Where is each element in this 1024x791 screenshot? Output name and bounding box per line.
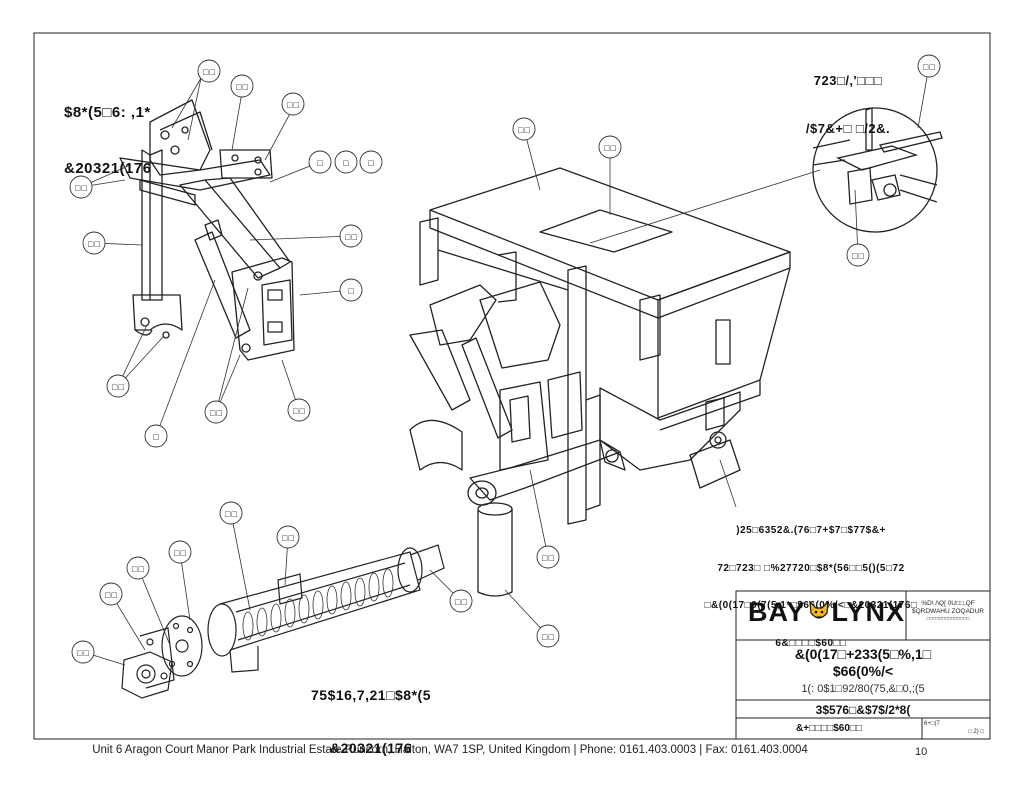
brand-small-text: %D\ /\Q[ 0U□□,QF $QRDWAHU ZOQADUR □□□□□□… (912, 600, 984, 623)
callout-number: □□ (541, 554, 554, 562)
callout-number: □□ (74, 184, 87, 192)
hopper-note: )25□6352&.(76□7+$7□$77$&+ 72□723□ □%2772… (705, 525, 917, 649)
callout-number: □□ (76, 649, 89, 657)
drawing-description: &(0(17□+233(5□%,1□ $66(0%/< (794, 646, 932, 679)
callout-number: □□ (224, 510, 237, 518)
drawing-border (33, 32, 991, 740)
callout-number: □□ (104, 591, 117, 599)
callout-number: □□ (87, 240, 100, 248)
transition-auger-drawing (121, 544, 445, 699)
company-address-footer: Unit 6 Aragon Court Manor Park Industria… (92, 744, 808, 756)
callout-number: □□ (344, 233, 357, 241)
auger-swing-components-title: $8*(5□6: ,1* &20321(176 (64, 103, 152, 177)
lynx-head-icon (808, 600, 829, 619)
auger-flights (242, 568, 394, 641)
top-lid-latch-title: 723□/,'□□□ /$7&+□ □/2&. (805, 72, 891, 137)
callout-number: □□ (202, 68, 215, 76)
callout-number: □□ (292, 407, 305, 415)
transition-auger-title: 75$16,7,21□$8*(5 &20321(176 (311, 687, 431, 756)
parts-catalogue-label: 3$576□&$7$/2*8( (815, 703, 911, 717)
hopper-drawing (409, 167, 791, 597)
lid-lock-detail (812, 107, 943, 233)
swing-arm-drawing (119, 99, 295, 361)
drawing-subdescription: 1(: 0$1□92/80(75,&□0,;(5 (801, 683, 925, 695)
callout-number: □ (343, 159, 350, 167)
callout-number: □□ (851, 252, 864, 260)
callout-number: □ (317, 159, 324, 167)
callout-balloons (69, 54, 941, 664)
page-number: 10 (915, 746, 928, 758)
callout-number: □□ (922, 63, 935, 71)
callout-number: □□ (603, 144, 616, 152)
callout-number: □□ (235, 83, 248, 91)
sheet-code: &+□□□□$60□□ (796, 723, 862, 734)
callout-number: □□ (209, 409, 222, 417)
callout-number: □□ (111, 383, 124, 391)
callout-number: □□ (131, 565, 144, 573)
callout-number: □□ (286, 101, 299, 109)
callout-number: □ (348, 287, 355, 295)
callout-number: □□ (454, 598, 467, 606)
callout-numbers: □□ □□ □□ □ □ □ □□ □□ □□ □ □□ □□ □□ □ □□ … (74, 63, 935, 657)
callout-number: □□ (517, 126, 530, 134)
callout-number: □ (368, 159, 375, 167)
callout-number: □□ (281, 534, 294, 542)
callout-number: □□ (541, 633, 554, 641)
callout-number: □□ (173, 549, 186, 557)
sheet-number-box: 6+□(7 □ 2) □ (924, 721, 984, 736)
title-block (735, 590, 991, 740)
callout-number: □ (153, 433, 160, 441)
